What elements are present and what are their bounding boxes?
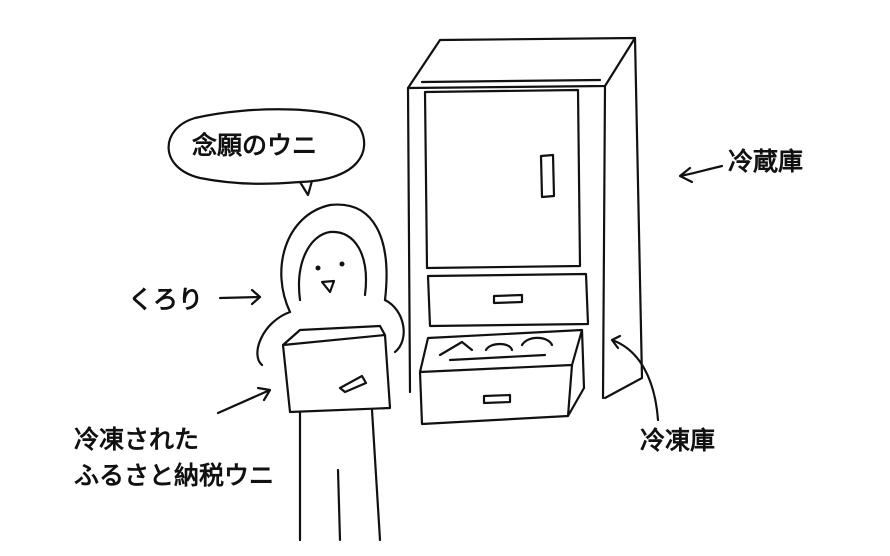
arrow-box	[216, 386, 272, 415]
box-label-line2: ふるさと納税ウニ	[74, 461, 275, 490]
fridge-handle	[539, 153, 556, 199]
arrow-refrigerator	[678, 164, 724, 184]
freezer-label: 冷凍庫	[640, 426, 716, 455]
refrigerator	[406, 36, 644, 426]
person-label: くろり	[128, 285, 204, 314]
fridge-door	[423, 88, 582, 270]
uni-box	[281, 324, 392, 414]
refrigerator-label: 冷蔵庫	[728, 147, 804, 176]
box-label-line1: 冷凍された	[74, 425, 200, 454]
freezer-drawer	[418, 328, 586, 426]
person	[256, 203, 405, 542]
arrow-freezer	[610, 334, 660, 422]
arrow-person	[218, 288, 262, 306]
speech-text: 念願のウニ	[192, 131, 318, 160]
speech-bubble	[167, 108, 366, 197]
middle-drawer	[426, 272, 590, 328]
